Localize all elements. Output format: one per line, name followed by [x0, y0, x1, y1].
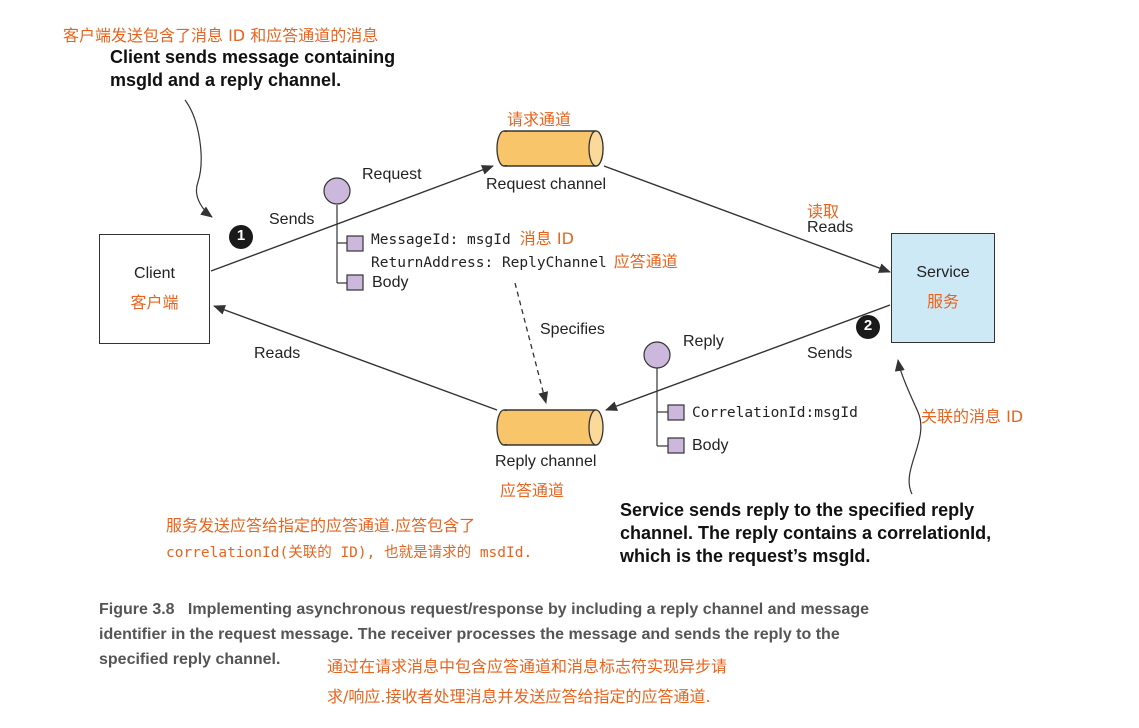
client-label-cn: 客户端: [130, 293, 179, 312]
step1-circle: [229, 225, 253, 249]
client-to-request-arrow: [210, 165, 494, 272]
service-annotation-en-3: which is the request’s msgId.: [620, 546, 871, 566]
reply-channel-cn: 应答通道: [500, 481, 565, 500]
reads-service-label: Reads: [807, 219, 854, 236]
caption-line-1: Figure 3.8 Implementing asynchronous req…: [99, 601, 869, 618]
reply-to-client-arrow: [213, 305, 498, 411]
caption-line-3: specified reply channel.: [99, 651, 281, 668]
service-annotation-en-1: Service sends reply to the specified rep…: [620, 500, 975, 520]
request-message-icon: [323, 177, 364, 291]
service-box: Service 服务: [891, 233, 995, 343]
request-channel-cn: 请求通道: [507, 110, 572, 129]
client-label: Client: [134, 265, 175, 282]
reply-header-correlation: CorrelationId:msgId: [692, 405, 858, 421]
client-annotation-cn: 客户端发送包含了消息 ID 和应答通道的消息: [63, 26, 379, 45]
step1-number: 1: [236, 227, 246, 244]
service-note-cn-2: correlationId(关联的 ID), 也就是请求的 msdId.: [166, 545, 533, 561]
return-address-text: ReturnAddress: ReplyChannel: [371, 255, 607, 271]
reply-channel-label: Reply channel: [495, 453, 597, 470]
service-label: Service: [916, 264, 970, 281]
specifies-dashed-arrow: [514, 282, 549, 404]
reply-message-icon: [643, 341, 685, 454]
caption-divider: [99, 588, 113, 589]
client-box: Client 客户端: [99, 234, 210, 344]
service-to-reply-arrow: [605, 304, 891, 411]
request-to-service-arrow: [603, 165, 891, 273]
reads-cn: 读取: [807, 202, 840, 221]
caption-cn-1: 通过在请求消息中包含应答通道和消息标志符实现异步请: [327, 657, 728, 676]
client-annotation-en-1: Client sends message containing: [110, 47, 396, 67]
sends-client-label: Sends: [269, 211, 315, 228]
request-label: Request: [362, 166, 422, 183]
specifies-label: Specifies: [540, 321, 605, 338]
request-channel-cylinder: [496, 130, 604, 167]
messageid-text: MessageId: msgId: [371, 232, 511, 248]
reply-label: Reply: [683, 333, 724, 350]
service-label-cn: 服务: [926, 292, 959, 311]
caption-line-2: identifier in the request message. The r…: [99, 626, 840, 643]
messageid-cn: 消息 ID: [519, 229, 574, 248]
service-note-cn-1: 服务发送应答给指定的应答通道.应答包含了: [166, 516, 476, 535]
reply-channel-cylinder: [496, 409, 604, 446]
service-annotation-en-2: channel. The reply contains a correlatio…: [620, 523, 992, 543]
reads-client-label: Reads: [254, 345, 301, 362]
client-annotation-en-2: msgId and a reply channel.: [110, 70, 342, 90]
caption-cn-2: 求/响应.接收者处理消息并发送应答给指定的应答通道.: [327, 687, 711, 706]
correlation-cn: 关联的消息 ID: [921, 407, 1024, 426]
reply-body-label: Body: [692, 437, 729, 454]
request-channel-label: Request channel: [486, 176, 607, 193]
request-body-label: Body: [372, 274, 409, 291]
request-header-return: ReturnAddress: ReplyChannel 应答通道: [371, 248, 678, 272]
client-annotation-curve: [184, 99, 213, 218]
sends-service-label: Sends: [807, 345, 853, 362]
step2-number: 2: [863, 317, 873, 334]
service-annotation-curve: [894, 359, 922, 495]
step2-circle: [856, 315, 880, 339]
request-header-messageid: MessageId: msgId 消息 ID: [371, 225, 574, 249]
return-address-cn: 应答通道: [613, 252, 678, 271]
